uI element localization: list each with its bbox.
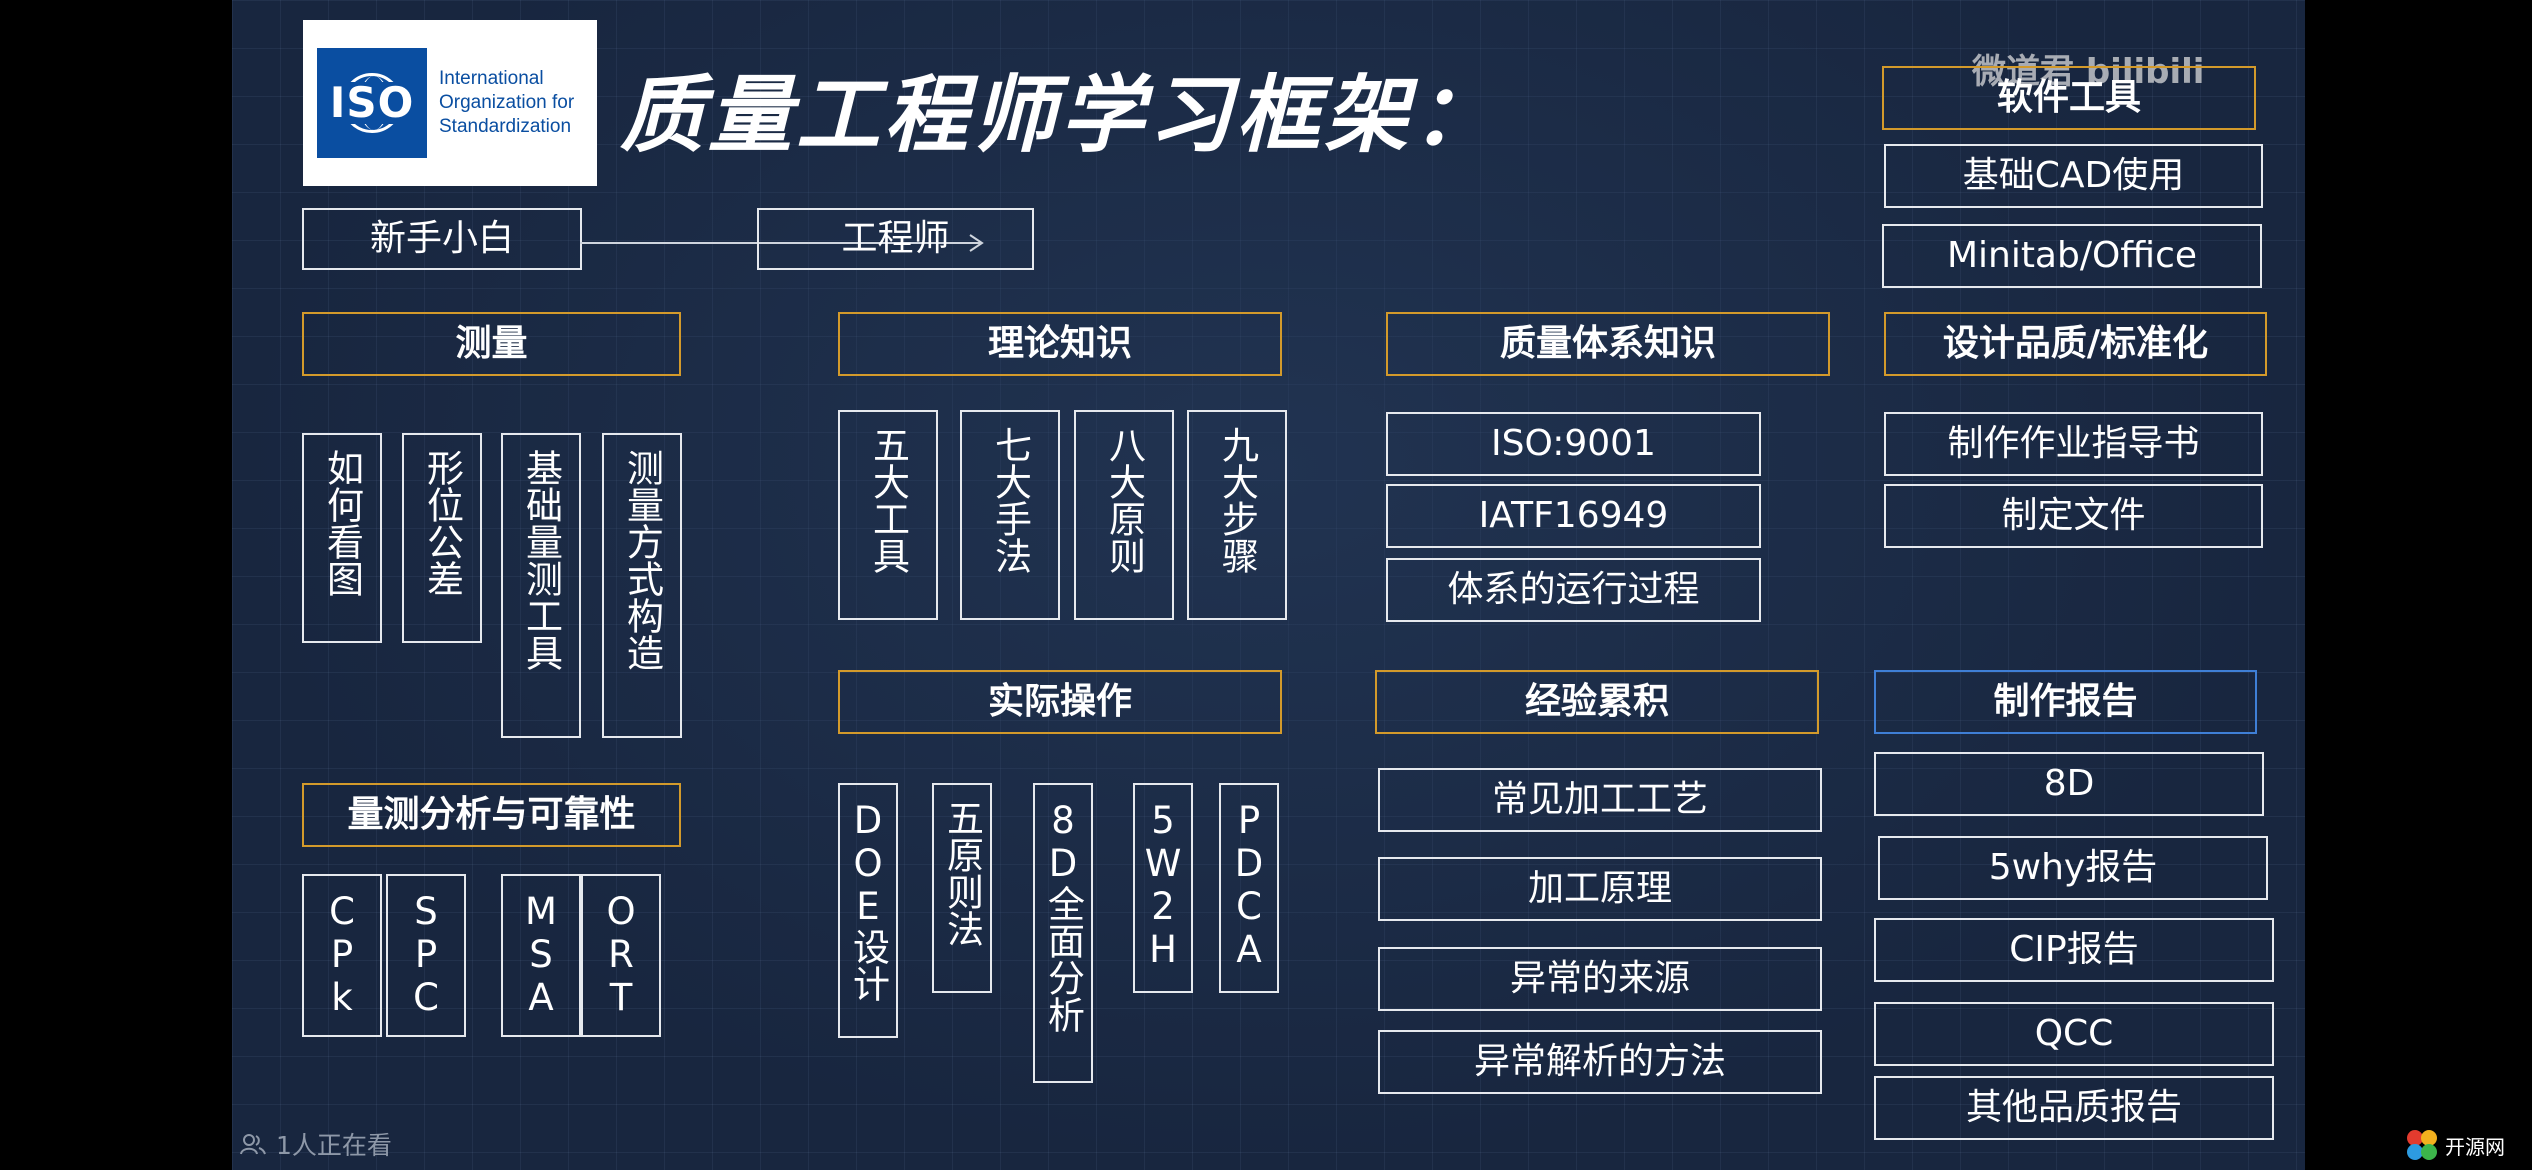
experience-item: 加工原理 [1378, 857, 1822, 921]
msa-item: SPC [386, 874, 466, 1037]
theory-header: 理论知识 [838, 312, 1282, 376]
report-item: 5why报告 [1878, 836, 2268, 900]
pinwheel-logo-icon [2407, 1130, 2437, 1160]
iso-org-name: International Organization for Standardi… [439, 68, 575, 137]
practice-item: PDCA [1219, 783, 1279, 993]
practice-item: 8D全面分析 [1033, 783, 1093, 1083]
report-item: 其他品质报告 [1874, 1076, 2274, 1140]
site-corner-logo: 开源网 [2405, 1128, 2505, 1162]
design-item: 制定文件 [1884, 484, 2263, 548]
system-item: IATF16949 [1386, 484, 1761, 548]
design-item: 制作作业指导书 [1884, 412, 2263, 476]
system-item: 体系的运行过程 [1386, 558, 1761, 622]
report-header: 制作报告 [1874, 670, 2257, 734]
theory-item: 八大原则 [1074, 410, 1174, 620]
measure-item: 基础量测工具 [501, 433, 581, 738]
path-engineer-box: 工程师 [757, 208, 1034, 270]
msa-header: 量测分析与可靠性 [302, 783, 681, 847]
iso-globe-icon: ISO [317, 48, 427, 158]
report-item: 8D [1874, 752, 2264, 816]
system-item: ISO:9001 [1386, 412, 1761, 476]
iso-logo: ISO International Organization for Stand… [303, 20, 597, 186]
theory-item: 五大工具 [838, 410, 938, 620]
experience-item: 常见加工工艺 [1378, 768, 1822, 832]
report-item: QCC [1874, 1002, 2274, 1066]
practice-header: 实际操作 [838, 670, 1282, 734]
practice-item: 五原则法 [932, 783, 992, 993]
theory-item: 九大步骤 [1187, 410, 1287, 620]
design-header: 设计品质/标准化 [1884, 312, 2267, 376]
path-beginner-box: 新手小白 [302, 208, 582, 270]
measure-item: 测量方式构造 [602, 433, 682, 738]
software-item: 基础CAD使用 [1884, 144, 2263, 208]
measure-item: 形位公差 [402, 433, 482, 643]
practice-item: DOE设计 [838, 783, 898, 1038]
viewer-count: 1人正在看 [240, 1126, 392, 1162]
people-icon [240, 1134, 266, 1155]
experience-header: 经验累积 [1375, 670, 1819, 734]
measure-header: 测量 [302, 312, 681, 376]
bilibili-watermark: 微道君 bilibili [1972, 52, 2205, 92]
experience-item: 异常解析的方法 [1378, 1030, 1822, 1094]
msa-item: MSA [501, 874, 581, 1037]
theory-item: 七大手法 [960, 410, 1060, 620]
page-title: 质量工程师学习框架： [620, 66, 1501, 164]
msa-item: CPk [302, 874, 382, 1037]
experience-item: 异常的来源 [1378, 947, 1822, 1011]
software-item: Minitab/Office [1882, 224, 2262, 288]
msa-item: ORT [581, 874, 661, 1037]
software-header: 软件工具 [1882, 66, 2256, 130]
slide: ISO International Organization for Stand… [232, 0, 2305, 1170]
report-item: CIP报告 [1874, 918, 2274, 982]
arrow-right-icon [580, 234, 984, 252]
practice-item: 5W2H [1133, 783, 1193, 993]
system-header: 质量体系知识 [1386, 312, 1830, 376]
measure-item: 如何看图 [302, 433, 382, 643]
